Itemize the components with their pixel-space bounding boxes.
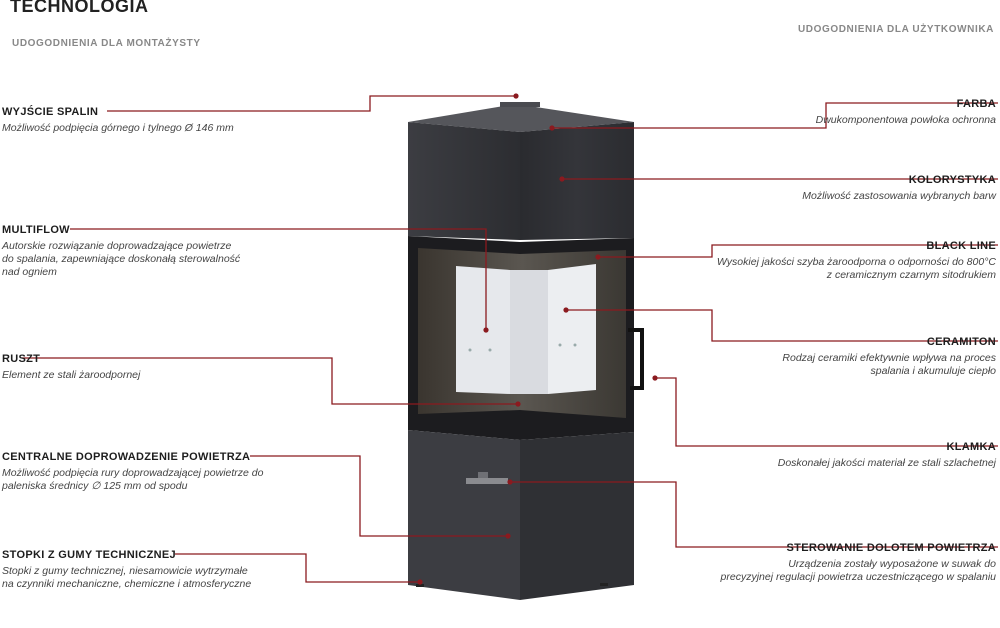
feature-description: Dwukomponentowa powłoka ochronna (815, 114, 996, 126)
feature-kolorystyka: KOLORYSTYKA Możliwość zastosowania wybra… (696, 173, 996, 203)
stove-upper-body (408, 122, 520, 240)
stove-top-cap (408, 104, 634, 132)
feature-description: Rodzaj ceramiki efektywnie wpływa na pro… (782, 352, 996, 377)
feature-title: BLACK LINE (926, 240, 996, 252)
feature-title: STOPKI Z GUMY TECHNICZNEJ (2, 549, 176, 561)
feature-title: CENTRALNE DOPROWADZENIE POWIETRZA (2, 451, 251, 463)
leader-sterowanie (510, 481, 998, 548)
feature-title: FARBA (956, 98, 996, 110)
feature-title: WYJŚCIE SPALIN (2, 106, 99, 118)
feature-centralne: CENTRALNE DOPROWADZENIE POWIETRZA Możliw… (2, 450, 302, 493)
leader-ruszt (22, 357, 518, 405)
feature-multiflow: MULTIFLOW Autorskie rozwiązanie doprowad… (2, 223, 302, 279)
leader-black-line (598, 244, 998, 258)
ceramiton-liner (456, 266, 510, 394)
feature-ceramiton: CERAMITON Rodzaj ceramiki efektywnie wpł… (696, 335, 996, 378)
feature-title: KLAMKA (946, 441, 996, 453)
feature-title: MULTIFLOW (2, 224, 70, 236)
feature-description: Możliwość podpięcia rury doprowadzającej… (2, 467, 264, 492)
feature-farba: FARBA Dwukomponentowa powłoka ochronna (696, 97, 996, 127)
feature-description: Stopki z gumy technicznej, niesamowicie … (2, 565, 252, 590)
stove-lower-body (408, 430, 520, 600)
flue-outlet (500, 102, 540, 107)
feature-klamka: KLAMKA Doskonałej jakości materiał ze st… (696, 440, 996, 470)
leader-farba (552, 102, 998, 129)
air-control-slider (466, 478, 508, 484)
feature-black-line: BLACK LINE Wysokiej jakości szyba żarood… (656, 239, 996, 282)
feature-description: Autorskie rozwiązanie doprowadzające pow… (2, 240, 241, 278)
installer-subtitle: UDOGODNIENIA DLA MONTAŻYSTY (12, 38, 201, 49)
feature-sterowanie: STEROWANIE DOLOTEM POWIETRZA Urządzenia … (656, 541, 996, 584)
feature-description: Doskonałej jakości materiał ze stali szl… (777, 457, 996, 469)
feature-wyjscie-spalin: WYJŚCIE SPALIN Możliwość podpięcia górne… (2, 105, 302, 135)
feature-description: Możliwość zastosowania wybranych barw (802, 190, 996, 202)
leader-centralne (250, 455, 508, 537)
feature-stopki: STOPKI Z GUMY TECHNICZNEJ Stopki z gumy … (2, 548, 302, 591)
leader-ceramiton (566, 309, 998, 342)
feature-title: STEROWANIE DOLOTEM POWIETRZA (786, 542, 996, 554)
rubber-foot (600, 583, 608, 586)
feature-title: CERAMITON (926, 336, 996, 348)
leader-klamka (655, 377, 998, 447)
leader-wyjscie-spalin (107, 95, 516, 112)
feature-description: Wysokiej jakości szyba żaroodporna o odp… (716, 256, 996, 281)
feature-title: RUSZT (2, 353, 41, 365)
leader-multiflow (70, 228, 487, 330)
feature-ruszt: RUSZT Element ze stali żaroodpornej (2, 352, 302, 382)
rubber-foot (416, 584, 424, 587)
feature-description: Element ze stali żaroodpornej (2, 369, 141, 381)
feature-description: Możliwość podpięcia górnego i tylnego Ø … (2, 122, 234, 134)
door-handle (628, 328, 644, 390)
feature-description: Urządzenia zostały wyposażone w suwak do… (720, 558, 996, 583)
feature-title: KOLORYSTYKA (908, 174, 996, 186)
user-subtitle: UDOGODNIENIA DLA UŻYTKOWNIKA (797, 24, 994, 35)
page-title: TECHNOLOGIA (10, 0, 149, 16)
leader-stopki (175, 553, 420, 583)
